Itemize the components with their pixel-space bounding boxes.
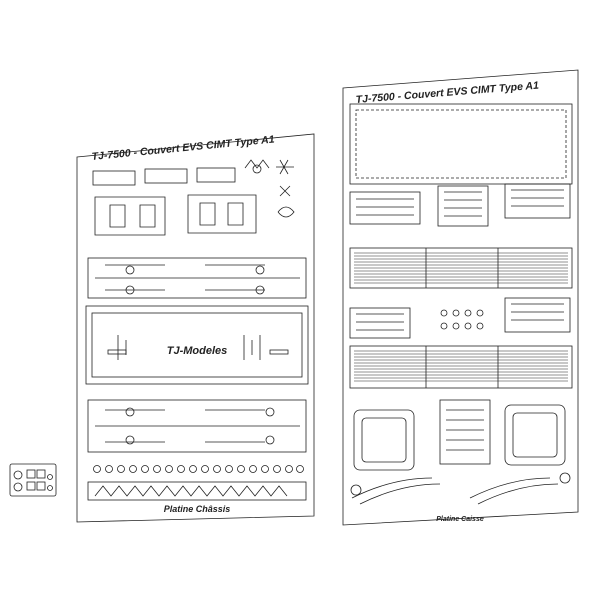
left-sheet-labels: TJ-7500 - Couvert EVS CIMT Type A1 TJ-Mo… xyxy=(91,133,275,514)
left-sheet xyxy=(76,133,315,523)
left-sheet-footer-label: Platine Châssis xyxy=(164,504,231,514)
right-sheet xyxy=(342,69,579,526)
right-sheet-labels: TJ-7500 - Couvert EVS CIMT Type A1 Plati… xyxy=(355,80,539,523)
right-sheet-title: TJ-7500 - Couvert EVS CIMT Type A1 xyxy=(355,80,539,106)
left-sheet-center-label: TJ-Modeles xyxy=(167,345,228,357)
left-sheet-title: TJ-7500 - Couvert EVS CIMT Type A1 xyxy=(91,133,275,163)
right-sheet-footer-label: Platine Caisse xyxy=(436,516,484,523)
small-detail-fret xyxy=(9,463,57,497)
